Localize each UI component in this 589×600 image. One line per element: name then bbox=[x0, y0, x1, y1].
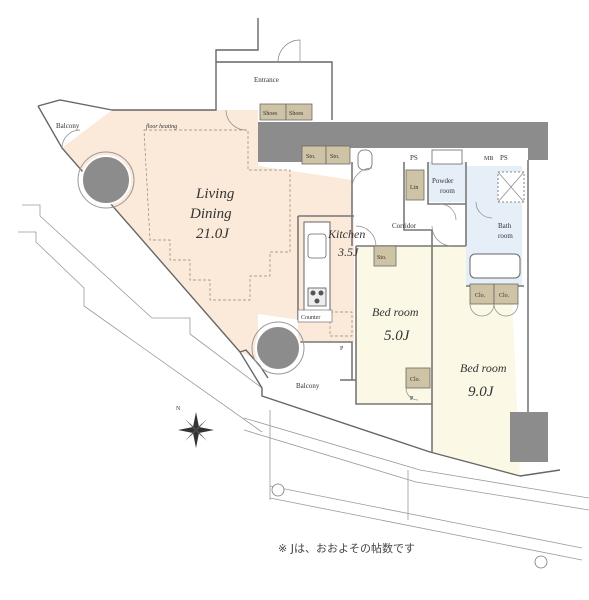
bedroom-1-area bbox=[356, 246, 432, 404]
counter-box bbox=[297, 309, 333, 323]
balcony-bottom-label: Balcony bbox=[296, 382, 320, 390]
living-dining-area bbox=[62, 110, 352, 360]
entrance-label: Entrance bbox=[254, 76, 279, 84]
floor-heating-label: floor heating bbox=[146, 123, 177, 130]
bedroom-2-label: Bed room bbox=[460, 361, 507, 375]
shoes-label-1: Shoes bbox=[263, 111, 278, 117]
clo-label-3: Clo. bbox=[499, 293, 510, 299]
shoes-label-2: Shoes bbox=[289, 111, 304, 117]
compass-n-label: N bbox=[176, 406, 181, 412]
ps-label-1: PS bbox=[410, 154, 418, 162]
cabinets bbox=[259, 103, 519, 389]
toilet bbox=[357, 149, 373, 171]
area-note: ※ Jは、おおよその帖数です bbox=[278, 542, 415, 555]
site-lines bbox=[18, 204, 589, 561]
site-marker-left bbox=[271, 483, 285, 497]
bathtub bbox=[469, 253, 521, 279]
p-label-1: P bbox=[340, 346, 344, 352]
living-label-1: Living bbox=[195, 186, 235, 202]
sto-label-3: Sto. bbox=[377, 255, 387, 261]
site-marker-right bbox=[534, 555, 548, 569]
kitchen-sink bbox=[307, 233, 327, 259]
counter-label: Counter bbox=[301, 315, 320, 321]
kitchen-counter-dashed bbox=[329, 311, 353, 337]
living-label-2: Dining bbox=[189, 206, 232, 222]
mb-label: MB bbox=[484, 156, 493, 162]
stove-icon bbox=[307, 287, 327, 307]
kitchen-label: Kitchen bbox=[327, 227, 365, 241]
bedroom-1-size: 5.0J bbox=[384, 328, 411, 344]
p-label-2: P bbox=[410, 396, 414, 402]
lin-label: Lin bbox=[410, 185, 418, 191]
column-bottom bbox=[255, 325, 301, 371]
bath-label-2: room bbox=[498, 232, 513, 240]
powder-label-1: Powder bbox=[432, 177, 454, 185]
powder-label-2: room bbox=[440, 187, 455, 195]
sto-label-2: Sto. bbox=[330, 154, 340, 160]
sto-label-1: Sto. bbox=[306, 154, 316, 160]
floor-heating-boundary bbox=[143, 129, 291, 301]
bath-label-1: Bath bbox=[498, 222, 512, 230]
compass-icon bbox=[178, 412, 214, 448]
column-left bbox=[81, 155, 131, 205]
shower-cross bbox=[497, 171, 525, 203]
column-bottom-ring bbox=[251, 321, 305, 375]
bedroom-2-size: 9.0J bbox=[468, 384, 495, 400]
kitchen-size: 3.5J bbox=[337, 245, 359, 259]
living-size: 21.0J bbox=[196, 226, 230, 242]
balcony-top-label: Balcony bbox=[56, 122, 80, 130]
ps-label-2: PS bbox=[500, 154, 508, 162]
powder-room-area bbox=[428, 162, 466, 202]
column-left-ring bbox=[77, 151, 135, 209]
washbasin bbox=[431, 149, 463, 165]
clo-label-2: Clo. bbox=[475, 293, 486, 299]
bedroom-1-label: Bed room bbox=[372, 305, 419, 319]
clo-label-1: Clo. bbox=[410, 377, 421, 383]
corridor-label: Corridor bbox=[392, 222, 417, 230]
door-swings bbox=[61, 39, 519, 401]
